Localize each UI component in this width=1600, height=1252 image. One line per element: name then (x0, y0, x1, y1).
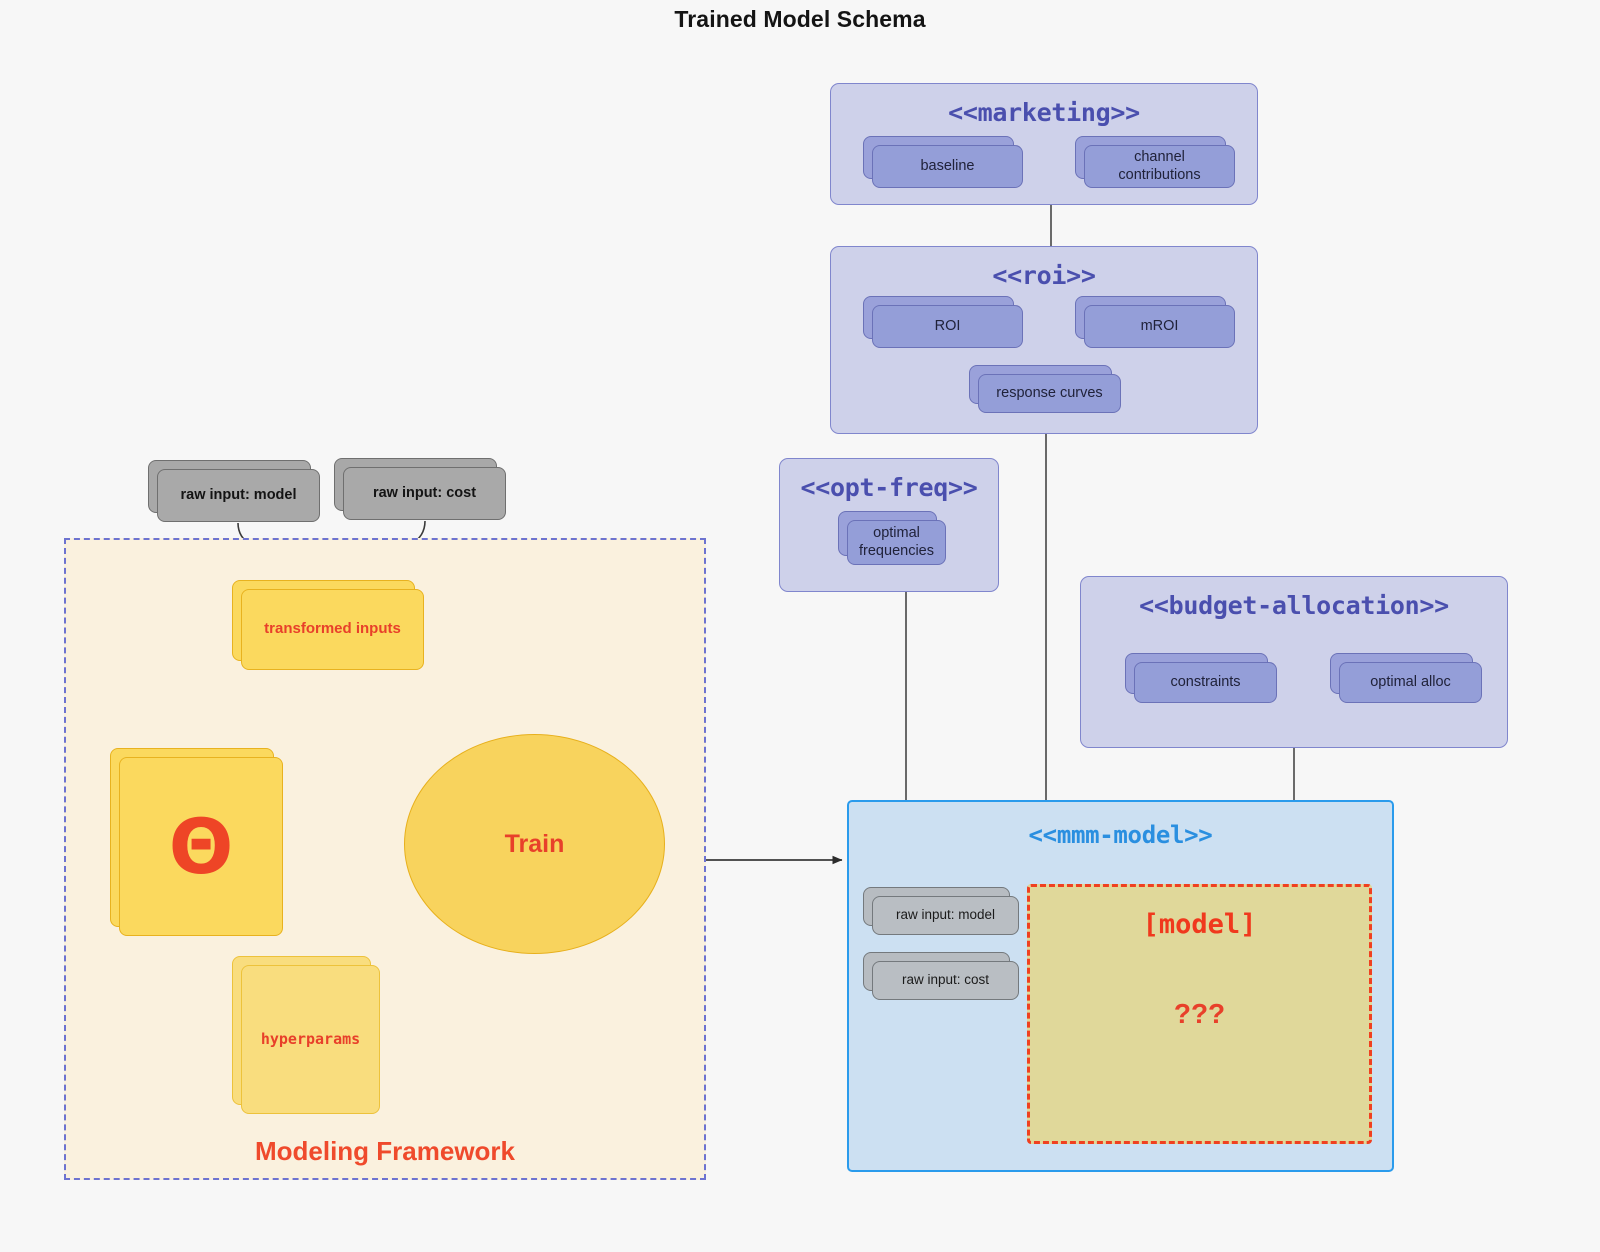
package-budget-allocation-title: <<budget-allocation>> (1139, 591, 1449, 620)
modeling-framework-caption: Modeling Framework (254, 1136, 516, 1166)
node-mroi-label: mROI (1140, 317, 1179, 334)
page-title: Trained Model Schema (674, 6, 926, 32)
node-theta[interactable]: Θ (110, 748, 283, 936)
node-raw-input-cost[interactable]: raw input: cost (334, 458, 506, 520)
node-hyperparams-label: hyperparams (260, 1030, 361, 1049)
node-baseline-label: baseline (920, 157, 975, 174)
package-roi-title: <<roi>> (992, 261, 1096, 290)
node-transformed-inputs[interactable]: transformed inputs (232, 580, 424, 670)
node-constraints[interactable]: constraints (1125, 653, 1277, 703)
node-mmm-raw-input-cost-label: raw input: cost (901, 972, 990, 988)
node-hyperparams[interactable]: hyperparams (232, 956, 380, 1114)
package-marketing-title: <<marketing>> (948, 98, 1140, 127)
package-mmm-model[interactable]: <<mmm-model>> raw input: model raw input… (847, 800, 1394, 1172)
node-train-label: Train (504, 829, 565, 858)
node-optimal-frequencies[interactable]: optimal frequencies (838, 511, 946, 565)
model-placeholder-label: [model] (1142, 909, 1257, 940)
node-mmm-raw-input-model-label: raw input: model (895, 907, 996, 923)
node-mroi[interactable]: mROI (1075, 296, 1235, 348)
node-roi[interactable]: ROI (863, 296, 1023, 348)
node-channel-contributions-label: channel contributions (1118, 148, 1201, 183)
package-opt-freq[interactable]: <<opt-freq>> optimal frequencies (779, 458, 999, 592)
node-raw-input-model-label: raw input: model (180, 486, 297, 503)
package-budget-allocation[interactable]: <<budget-allocation>> constraints optima… (1080, 576, 1508, 748)
node-baseline[interactable]: baseline (863, 136, 1023, 188)
node-response-curves[interactable]: response curves (969, 365, 1121, 413)
node-raw-input-cost-label: raw input: cost (372, 484, 477, 501)
package-marketing[interactable]: <<marketing>> baseline channel contribut… (830, 83, 1258, 205)
theta-icon: Θ (168, 801, 234, 891)
node-transformed-inputs-label: transformed inputs (264, 620, 401, 638)
node-mmm-raw-input-model[interactable]: raw input: model (863, 887, 1019, 935)
model-unknown-label: ??? (1173, 998, 1226, 1029)
node-optimal-alloc[interactable]: optimal alloc (1330, 653, 1482, 703)
node-response-curves-label: response curves (996, 384, 1103, 401)
node-constraints-label: constraints (1170, 673, 1241, 690)
package-roi[interactable]: <<roi>> ROI mROI response curves (830, 246, 1258, 434)
node-train[interactable]: Train (404, 734, 665, 954)
model-placeholder-box[interactable]: [model] ??? (1027, 884, 1372, 1144)
package-mmm-model-title: <<mmm-model>> (1028, 821, 1213, 849)
node-optimal-alloc-label: optimal alloc (1370, 673, 1451, 690)
node-optimal-frequencies-label: optimal frequencies (859, 524, 934, 559)
node-raw-input-model[interactable]: raw input: model (148, 460, 320, 522)
node-mmm-raw-input-cost[interactable]: raw input: cost (863, 952, 1019, 1000)
package-opt-freq-title: <<opt-freq>> (800, 473, 978, 502)
node-roi-label: ROI (934, 317, 961, 334)
node-channel-contributions[interactable]: channel contributions (1075, 136, 1235, 188)
